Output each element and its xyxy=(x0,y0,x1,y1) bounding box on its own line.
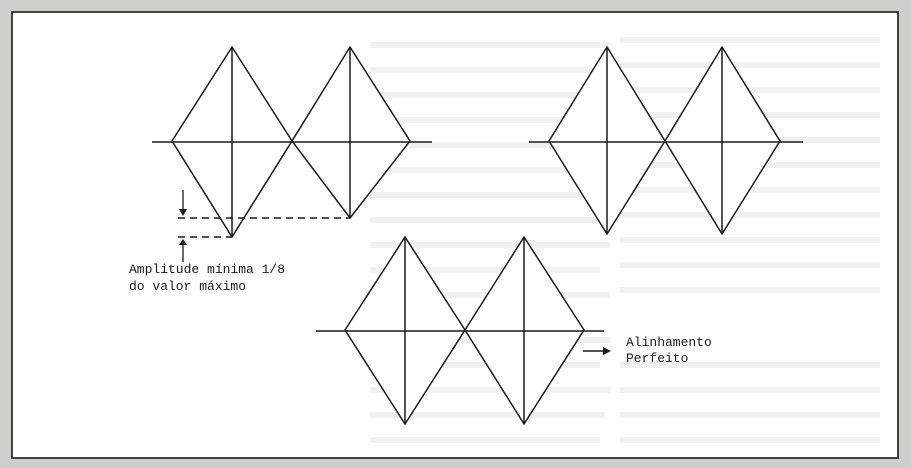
amplitude-label-line2: do valor máximo xyxy=(129,279,247,294)
alignment-arrow xyxy=(583,347,611,355)
diagram-panel xyxy=(11,11,899,459)
amplitude-reference-lines xyxy=(178,217,350,238)
alignment-label-line2: Perfeito xyxy=(626,351,689,366)
amplitude-label-line1: Amplitude mínima 1/8 xyxy=(129,262,286,277)
arrow-up-head xyxy=(179,239,187,245)
diamond-pair-aligned xyxy=(316,235,604,426)
diamond-pair-unequal xyxy=(152,45,432,239)
alignment-arrow-head xyxy=(603,347,611,355)
arrow-down-head xyxy=(179,209,187,216)
alignment-label-line1: Alinhamento xyxy=(626,335,712,350)
amplitude-arrows xyxy=(179,190,187,262)
diamond-pair-top-right xyxy=(529,45,803,236)
